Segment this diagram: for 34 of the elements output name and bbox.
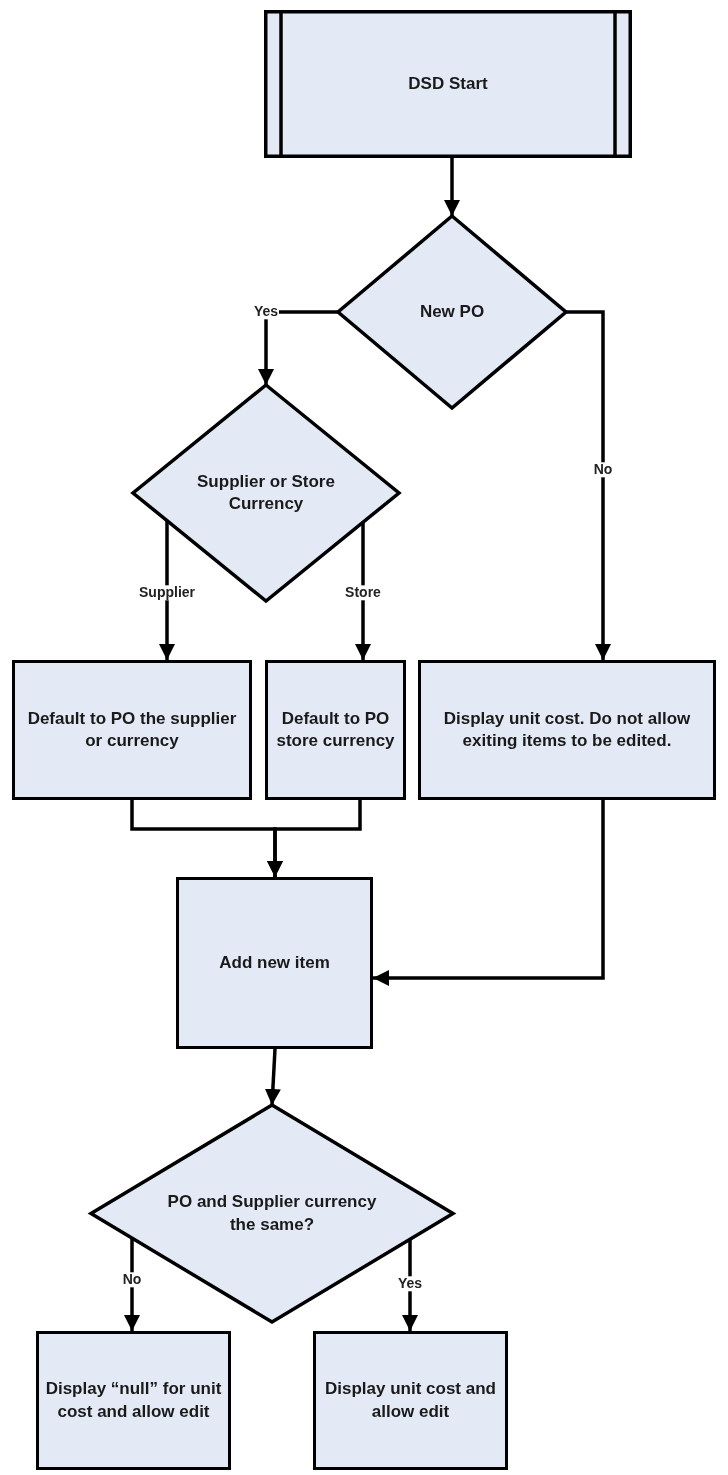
- edge-label: No: [592, 462, 614, 478]
- arrow: [159, 520, 175, 660]
- process-box: [265, 660, 406, 800]
- decision-diamond: [133, 385, 399, 601]
- decision-diamond: [338, 216, 566, 408]
- arrow: [267, 800, 362, 877]
- arrow: [355, 522, 371, 660]
- node-label: Add new item: [218, 951, 331, 974]
- predefined-process-box: [264, 10, 632, 158]
- edge-label: Store: [344, 585, 382, 601]
- arrow: [402, 1239, 418, 1331]
- node-label: Display “null” for unit cost and allow edit: [44, 1378, 223, 1423]
- edge-label: Supplier: [138, 585, 196, 601]
- process-box: [12, 660, 252, 800]
- process-box: [418, 660, 716, 800]
- edge-label: No: [121, 1272, 143, 1288]
- node-label: Display unit cost and allow edit: [324, 1378, 497, 1423]
- process-box: [313, 1331, 508, 1470]
- node-label: DSD Start: [407, 72, 489, 95]
- arrow: [566, 310, 611, 660]
- node-label: Default to PO store currency: [275, 707, 396, 752]
- edge-label: Yes: [252, 304, 280, 320]
- arrow: [444, 158, 460, 216]
- node-label: New PO: [418, 300, 486, 323]
- node-label: Default to PO the supplier or currency: [26, 707, 238, 752]
- node-label: Display unit cost. Do not allow exiting items to be edited.: [442, 707, 692, 752]
- edge-label: Yes: [396, 1276, 424, 1292]
- arrow: [124, 1238, 140, 1331]
- process-box: [36, 1331, 231, 1470]
- process-box: [176, 877, 373, 1049]
- arrow: [373, 800, 605, 986]
- node-label: Supplier or Store Currency: [196, 470, 336, 515]
- arrow: [264, 1048, 281, 1106]
- node-label: PO and Supplier currency the same?: [166, 1191, 378, 1236]
